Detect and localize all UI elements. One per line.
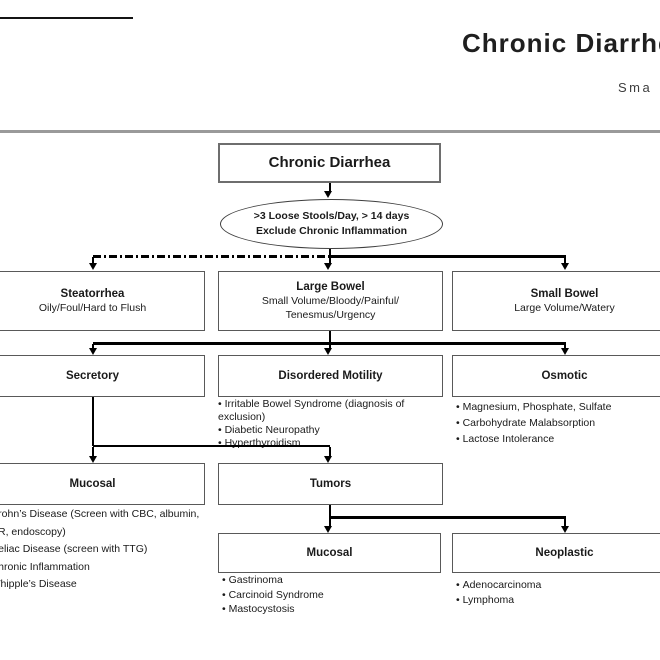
bullet-item: Whipple’s Disease [0,576,202,594]
mucosal-secretory-bullet-list: Crohn’s Disease (Screen with CBC, albumi… [0,506,202,594]
criteria-line2: Exclude Chronic Inflammation [255,225,408,237]
connector-line [92,447,94,456]
bullet-item: Gastrinoma [222,573,442,588]
bullet-item: Lactose Intolerance [456,431,660,447]
node-desc: Tenesmus/Urgency [285,309,376,321]
node-steatorrhea: Steatorrhea Oily/Foul/Hard to Flush [0,271,205,331]
arrowhead-down-icon [88,348,97,355]
node-title: Secretory [65,370,120,382]
node-title: Large Bowel [296,280,365,293]
connector-dashdot-line [93,255,330,258]
bullet-item: Irritable Bowel Syndrome (diagnosis of e… [218,398,452,424]
node-disordered-motility: Disordered Motility [218,355,443,397]
node-large-bowel: Large Bowel Small Volume/Bloody/Painful/… [218,271,443,331]
node-title: Neoplastic [535,547,594,559]
connector-line [564,344,566,349]
node-osmotic: Osmotic [452,355,660,397]
bullet-item: Carcinoid Syndrome [222,588,442,603]
node-title: Chronic Diarrhea [268,154,391,171]
arrowhead-down-icon [324,348,332,355]
disordered-motility-bullet-list: Irritable Bowel Syndrome (diagnosis of e… [218,398,452,450]
connector-line [330,516,566,519]
node-secretory: Secretory [0,355,205,397]
bullet-item: Adenocarcinoma [456,578,660,593]
bullet-item: Celiac Disease (screen with TTG) [0,541,202,559]
connector-line [328,505,331,526]
connector-line [93,444,330,447]
node-neoplastic: Neoplastic [452,533,660,573]
node-title: Osmotic [541,370,588,382]
neoplastic-bullet-list: Adenocarcinoma Lymphoma [456,578,660,607]
bullet-item: Mastocystosis [222,602,442,617]
bullet-item: Diabetic Neuropathy [218,424,452,437]
bullet-item: Magnesium, Phosphate, Sulfate [456,399,660,415]
connector-line [92,344,94,349]
bullet-item: Chronic Inflammation [0,559,202,577]
node-mucosal-tumors: Mucosal [218,533,441,573]
arrowhead-down-icon [560,348,569,355]
bullet-item: Carbohydrate Malabsorption [456,415,660,431]
connector-line [564,257,566,264]
connector-line [328,447,331,456]
top-left-rule [0,17,133,19]
connector-line [92,397,94,446]
osmotic-bullet-list: Magnesium, Phosphate, Sulfate Carbohydra… [456,399,660,447]
node-title: Tumors [309,478,352,490]
arrowhead-down-icon [324,456,332,463]
connector-line [328,331,331,343]
node-title: Small Bowel [530,287,599,300]
arrowhead-down-icon [88,263,97,270]
bullet-item: Hyperthyroidism [218,437,452,450]
arrowhead-down-icon [560,526,569,533]
node-mucosal-secretory: Mucosal [0,463,205,505]
node-title: Steatorrhea [60,287,125,300]
mucosal-tumors-bullet-list: Gastrinoma Carcinoid Syndrome Mastocysto… [222,573,442,617]
node-criteria-ellipse: >3 Loose Stools/Day, > 14 days Exclude C… [220,199,443,249]
node-desc: Oily/Foul/Hard to Flush [38,301,147,314]
arrowhead-down-icon [324,263,332,270]
arrowhead-down-icon [88,456,97,463]
node-desc: Large Volume/Watery [514,301,615,314]
bullet-item: Crohn’s Disease (Screen with CBC, albumi… [0,506,202,541]
connector-line [564,518,566,526]
page-subtitle: Sma [618,80,653,95]
criteria-line1: >3 Loose Stools/Day, > 14 days [253,210,410,222]
header-divider [0,130,660,133]
node-chronic-diarrhea: Chronic Diarrhea [218,143,441,183]
node-title: Mucosal [69,478,116,490]
node-title: Mucosal [306,547,353,559]
node-title: Disordered Motility [278,370,383,382]
arrowhead-down-icon [324,526,332,533]
arrowhead-down-icon [560,263,569,270]
connector-line [328,183,331,192]
bullet-item: Lymphoma [456,593,660,608]
connector-line [93,342,566,345]
connector-line [92,257,94,264]
connector-line [328,344,331,349]
node-tumors: Tumors [218,463,443,505]
arrowhead-down-icon [324,191,332,198]
page-title: Chronic Diarrhea [462,28,660,58]
node-desc: Small Volume/Bloody/Painful/ [261,294,400,307]
node-small-bowel: Small Bowel Large Volume/Watery [452,271,660,331]
connector-line [330,255,566,258]
